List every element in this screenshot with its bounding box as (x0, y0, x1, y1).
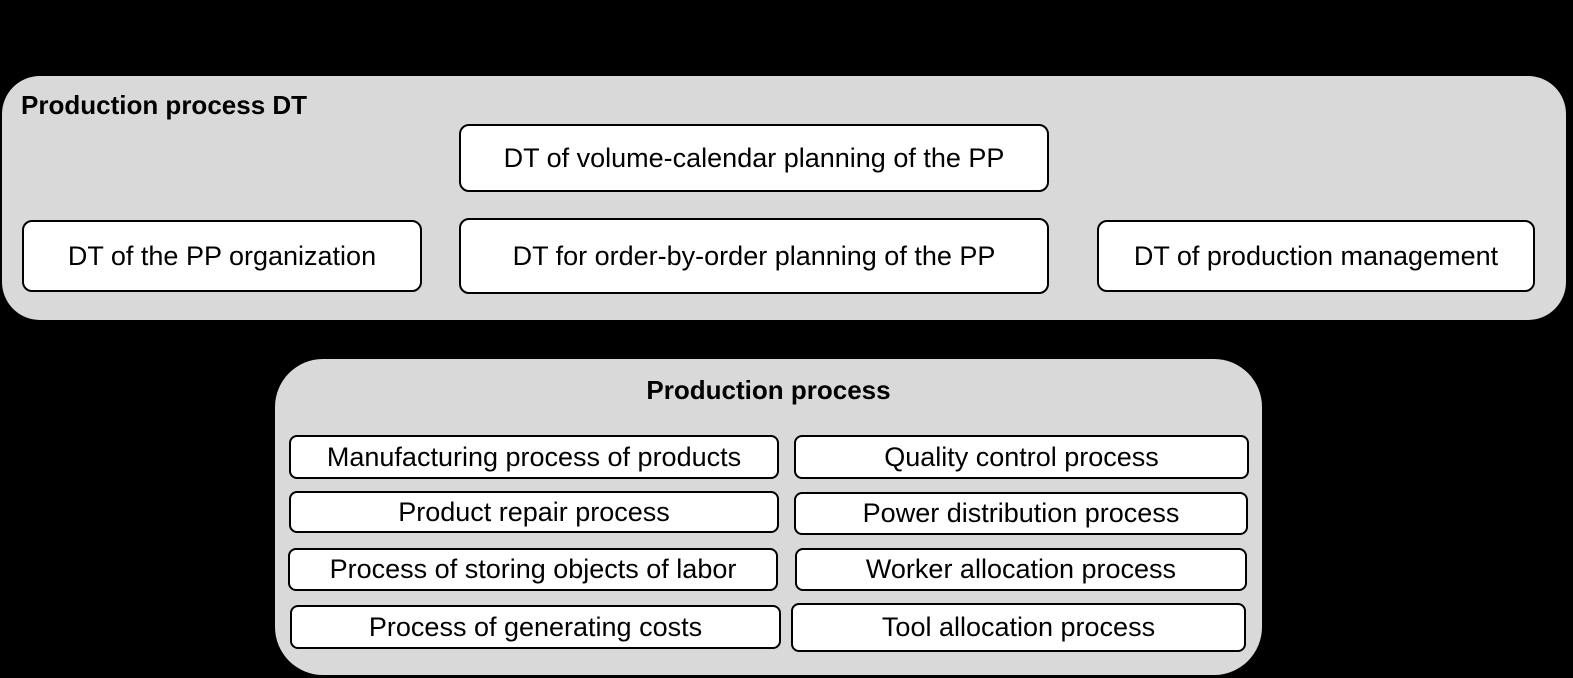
dt-group-title: Production process DT (21, 90, 308, 120)
dt-management-box: DT of production management (1097, 220, 1535, 292)
process-item: Manufacturing process of products (289, 435, 779, 479)
dt-order-by-order-box: DT for order-by-order planning of the PP (459, 218, 1049, 294)
process-item: Process of generating costs (290, 605, 781, 649)
process-item: Power distribution process (794, 492, 1248, 535)
dt-organization-box: DT of the PP organization (22, 220, 422, 292)
process-item: Process of storing objects of labor (288, 548, 778, 591)
process-item: Tool allocation process (791, 603, 1246, 652)
process-item: Product repair process (289, 491, 779, 533)
process-item: Quality control process (794, 435, 1249, 479)
process-group-title: Production process (646, 375, 891, 405)
dt-volume-calendar-box: DT of volume-calendar planning of the PP (459, 124, 1049, 192)
process-item: Worker allocation process (795, 548, 1247, 591)
